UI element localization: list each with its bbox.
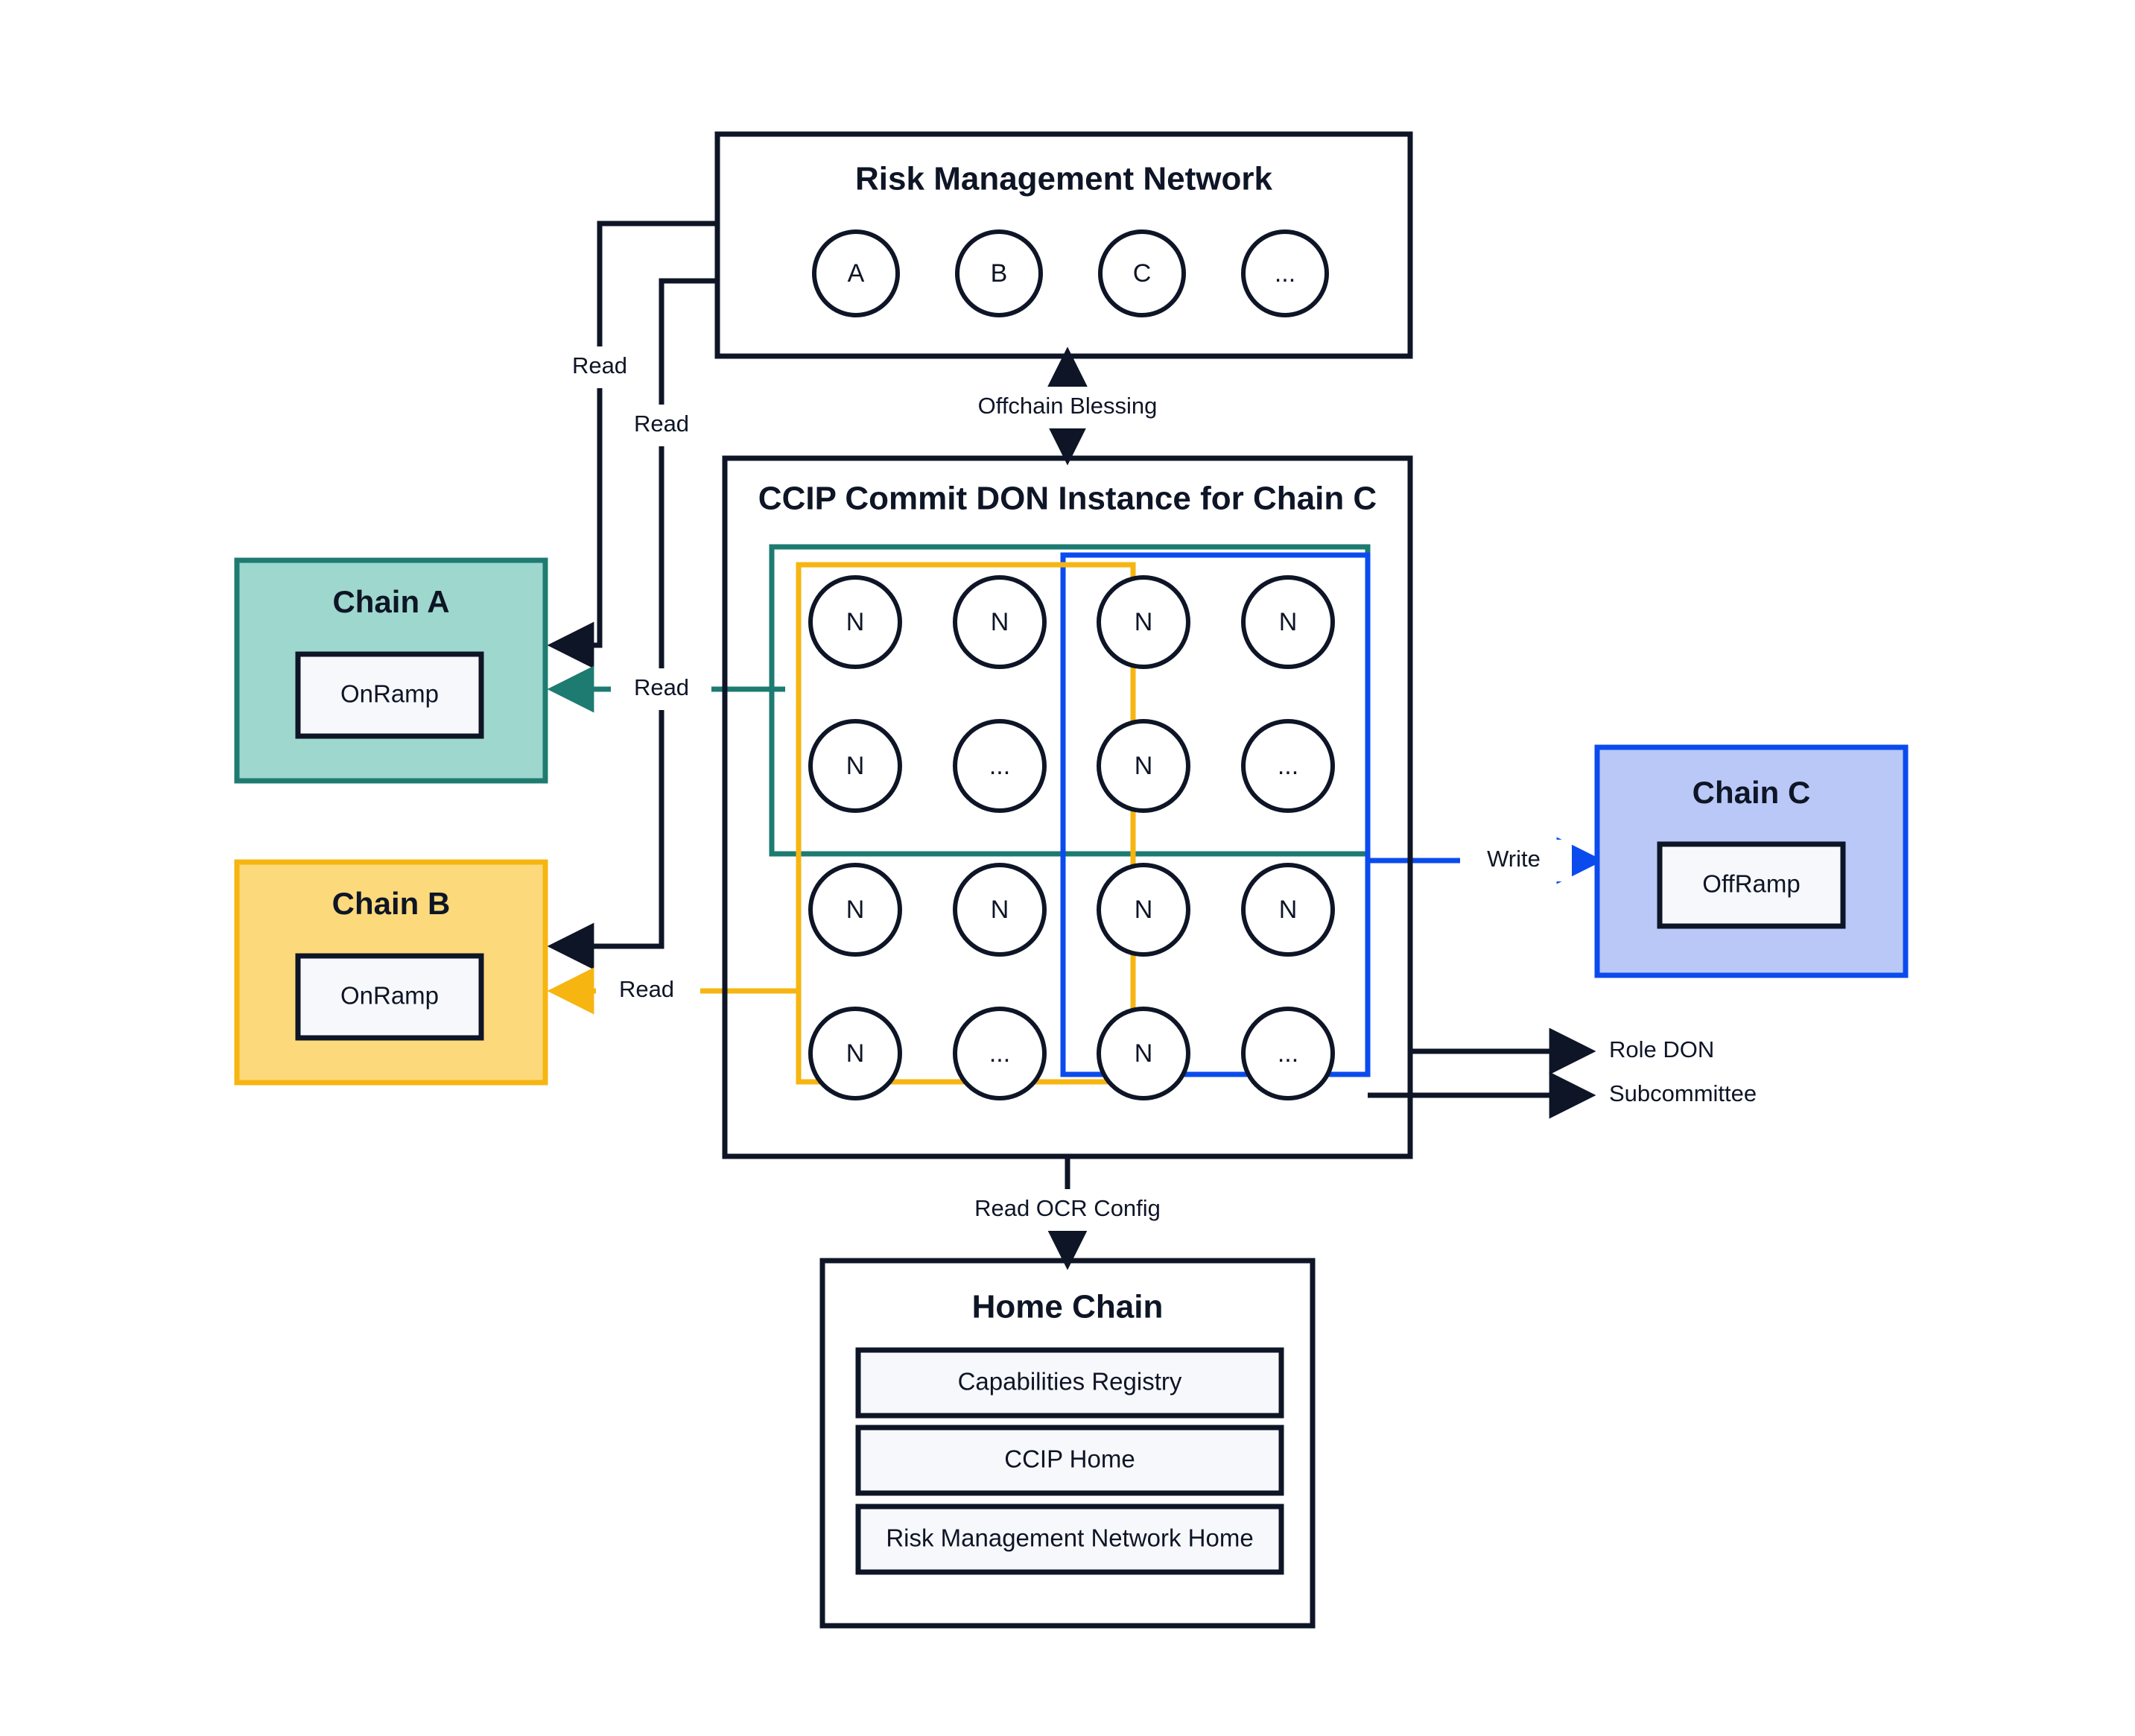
don-node[interactable]: N <box>1097 719 1190 813</box>
rmn-node-label: A <box>848 259 865 288</box>
chain-a-title: Chain A <box>332 584 449 619</box>
rmn-node[interactable]: B <box>955 229 1043 317</box>
home-chain-contract-capabilities-registry[interactable] <box>855 1347 1284 1419</box>
chain-b-onramp-label: OnRamp <box>340 982 439 1010</box>
edge-write-to-chain-c: Write <box>1368 837 1604 884</box>
home-chain-box: Home Chain Capabilities Registry CCIP Ho… <box>819 1258 1316 1629</box>
chain-a-onramp-card[interactable] <box>295 651 484 739</box>
rmn-node-label: ... <box>1275 259 1295 288</box>
home-chain-contract-label: CCIP Home <box>1004 1445 1135 1473</box>
don-node-label: N <box>1135 1039 1153 1068</box>
edge-label-read-b-amber: Read <box>619 976 674 1002</box>
home-chain-title: Home Chain <box>972 1289 1164 1325</box>
home-chain-contract-label: Risk Management Network Home <box>886 1524 1253 1552</box>
chain-b-title: Chain B <box>332 886 451 921</box>
don-node[interactable]: N <box>953 863 1047 957</box>
don-node[interactable]: N <box>1241 575 1335 669</box>
don-title: CCIP Commit DON Instance for Chain C <box>758 481 1377 517</box>
don-node-label: N <box>846 752 865 780</box>
chain-c-title: Chain C <box>1693 775 1811 810</box>
don-node[interactable]: ... <box>1241 719 1335 813</box>
don-node-label: N <box>1135 608 1153 636</box>
legend-label-role-don: Role DON <box>1609 1036 1714 1062</box>
chain-b-onramp-card[interactable] <box>295 953 484 1041</box>
don-node[interactable]: N <box>808 863 902 957</box>
rmn-node-label: B <box>991 259 1008 288</box>
don-node[interactable]: N <box>1097 1007 1190 1100</box>
edge-label-read-a-black: Read <box>572 352 627 378</box>
rmn-node-label: C <box>1133 259 1152 288</box>
edge-label-read-b-black: Read <box>634 411 689 437</box>
don-node[interactable]: N <box>808 1007 902 1100</box>
rmn-node[interactable]: C <box>1098 229 1186 317</box>
don-node-label: N <box>846 608 865 636</box>
don-node[interactable]: ... <box>1241 1007 1335 1100</box>
rmn-title: Risk Management Network <box>855 161 1272 197</box>
don-node[interactable]: N <box>808 575 902 669</box>
edge-label-read-ocr-config: Read OCR Config <box>974 1195 1161 1221</box>
don-node-label: N <box>1279 608 1298 636</box>
don-node-label: N <box>1279 896 1298 924</box>
rmn-node[interactable]: A <box>812 229 900 317</box>
don-group-subcommittee-blue[interactable] <box>1060 552 1371 1077</box>
edge-legend-role-don: Role DON <box>1410 1027 1714 1075</box>
home-chain-contract-rmn-home[interactable] <box>855 1504 1284 1575</box>
chain-c-offramp-card[interactable] <box>1657 841 1846 929</box>
don-node-label: N <box>1135 896 1153 924</box>
edge-read-rmn-to-chain-b: Read <box>547 278 717 970</box>
chain-c-box: Chain C OffRamp <box>1594 744 1909 978</box>
don-node-label: N <box>846 896 865 924</box>
don-node-label: ... <box>1278 752 1298 780</box>
don-node-label: N <box>846 1039 865 1068</box>
don-node[interactable]: ... <box>953 1007 1047 1100</box>
don-node-label: ... <box>989 1039 1010 1068</box>
don-node-label: ... <box>989 752 1010 780</box>
don-node-label: ... <box>1278 1039 1298 1068</box>
don-node[interactable]: N <box>953 575 1047 669</box>
edge-read-don-to-chain-b: Read <box>547 967 799 1015</box>
chain-a-box: Chain A OnRamp <box>234 557 548 784</box>
home-chain-contract-ccip-home[interactable] <box>855 1425 1284 1496</box>
ccip-commit-don-box: CCIP Commit DON Instance for Chain C N N… <box>722 455 1413 1159</box>
edge-legend-subcommittee: Subcommittee <box>1368 1071 1757 1119</box>
don-node[interactable]: N <box>1097 863 1190 957</box>
chain-c-offramp-label: OffRamp <box>1702 870 1800 898</box>
edge-read-ocr-config: Read OCR Config <box>961 1156 1184 1270</box>
rmn-node[interactable]: ... <box>1241 229 1329 317</box>
don-node-label: N <box>991 608 1009 636</box>
don-node[interactable]: N <box>1241 863 1335 957</box>
don-node[interactable]: N <box>808 719 902 813</box>
risk-management-network-box: Risk Management Network A B C ... <box>714 131 1413 359</box>
chain-a-onramp-label: OnRamp <box>340 680 439 708</box>
don-node-label: N <box>1135 752 1153 780</box>
edge-label-write: Write <box>1487 846 1541 872</box>
chain-b-box: Chain B OnRamp <box>234 859 548 1086</box>
edge-label-read-a-teal: Read <box>634 674 689 700</box>
legend-label-subcommittee: Subcommittee <box>1609 1080 1757 1106</box>
don-node[interactable]: N <box>1097 575 1190 669</box>
edge-read-rmn-to-chain-a: Read <box>547 221 717 669</box>
don-node-label: N <box>991 896 1009 924</box>
edge-offchain-blessing: Offchain Blessing <box>965 346 1211 466</box>
don-node[interactable]: ... <box>953 719 1047 813</box>
edge-label-offchain-blessing: Offchain Blessing <box>978 393 1158 419</box>
edge-read-don-to-chain-a: Read <box>547 665 785 713</box>
home-chain-contract-label: Capabilities Registry <box>958 1368 1182 1396</box>
